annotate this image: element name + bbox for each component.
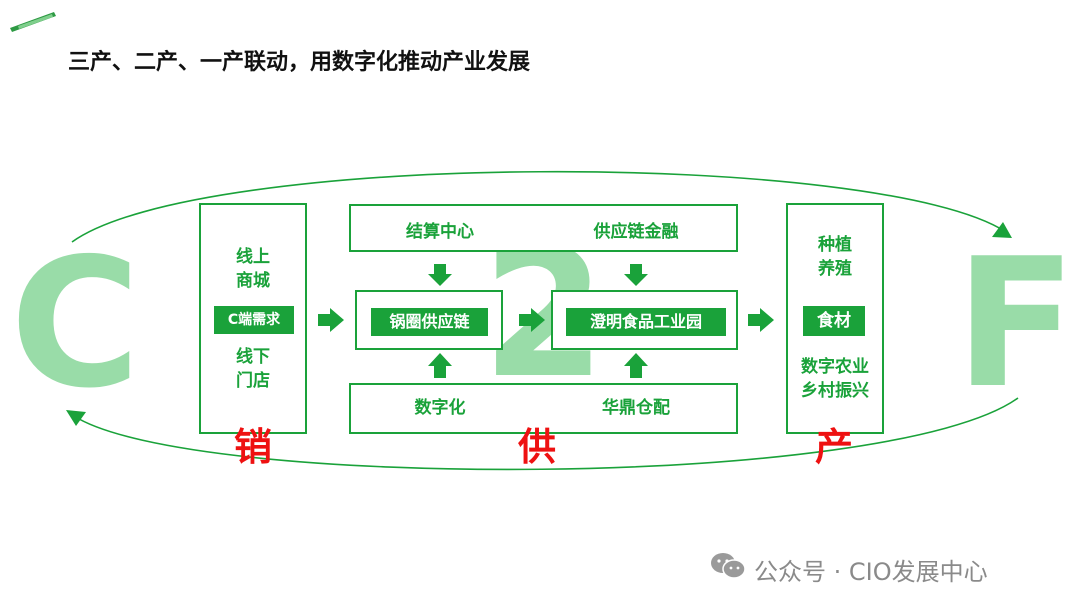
letter-c: C — [10, 220, 141, 427]
ingredients-pill: 食材 — [803, 306, 865, 336]
settlement-center-label: 结算中心 — [406, 222, 474, 242]
wechat-icon — [711, 553, 746, 579]
huading-logistics-label: 华鼎仓配 — [602, 398, 670, 418]
online-mall-label: 线上商城 — [236, 247, 270, 291]
page-title: 三产、二产、一产联动，用数字化推动产业发展 — [68, 50, 531, 75]
corner-decoration — [10, 12, 56, 32]
watermark-text: 公众号 · CIO发展中心 — [754, 558, 988, 586]
arrow-up-1 — [428, 353, 452, 378]
arrow-up-2 — [624, 353, 648, 378]
supply-top-box — [349, 204, 738, 252]
arrow-down-2 — [624, 264, 648, 286]
arrow-right-3 — [748, 308, 774, 332]
digital-agriculture-label: 数字农业乡村振兴 — [801, 357, 869, 401]
stage-label-supply: 供 — [518, 425, 557, 469]
arrow-right-2 — [519, 308, 545, 332]
guoquan-supply-chain-pill: 锅圈供应链 — [371, 308, 488, 336]
supply-bottom-box — [349, 383, 738, 434]
supply-chain-finance-label: 供应链金融 — [593, 222, 679, 242]
arrow-left-head — [66, 410, 86, 426]
arrow-right-head — [992, 222, 1012, 238]
arrow-down-1 — [428, 264, 452, 286]
chengming-food-park-pill: 澄明食品工业园 — [566, 308, 726, 336]
stage-label-production: 产 — [815, 425, 854, 469]
arrow-right-1 — [318, 308, 344, 332]
planting-breeding-label: 种植养殖 — [818, 235, 852, 279]
letter-f: F — [955, 220, 1077, 427]
c-demand-pill: C端需求 — [214, 306, 294, 334]
digitalization-label: 数字化 — [414, 398, 466, 418]
offline-store-label: 线下门店 — [236, 347, 270, 391]
stage-label-sales: 销 — [234, 425, 273, 469]
